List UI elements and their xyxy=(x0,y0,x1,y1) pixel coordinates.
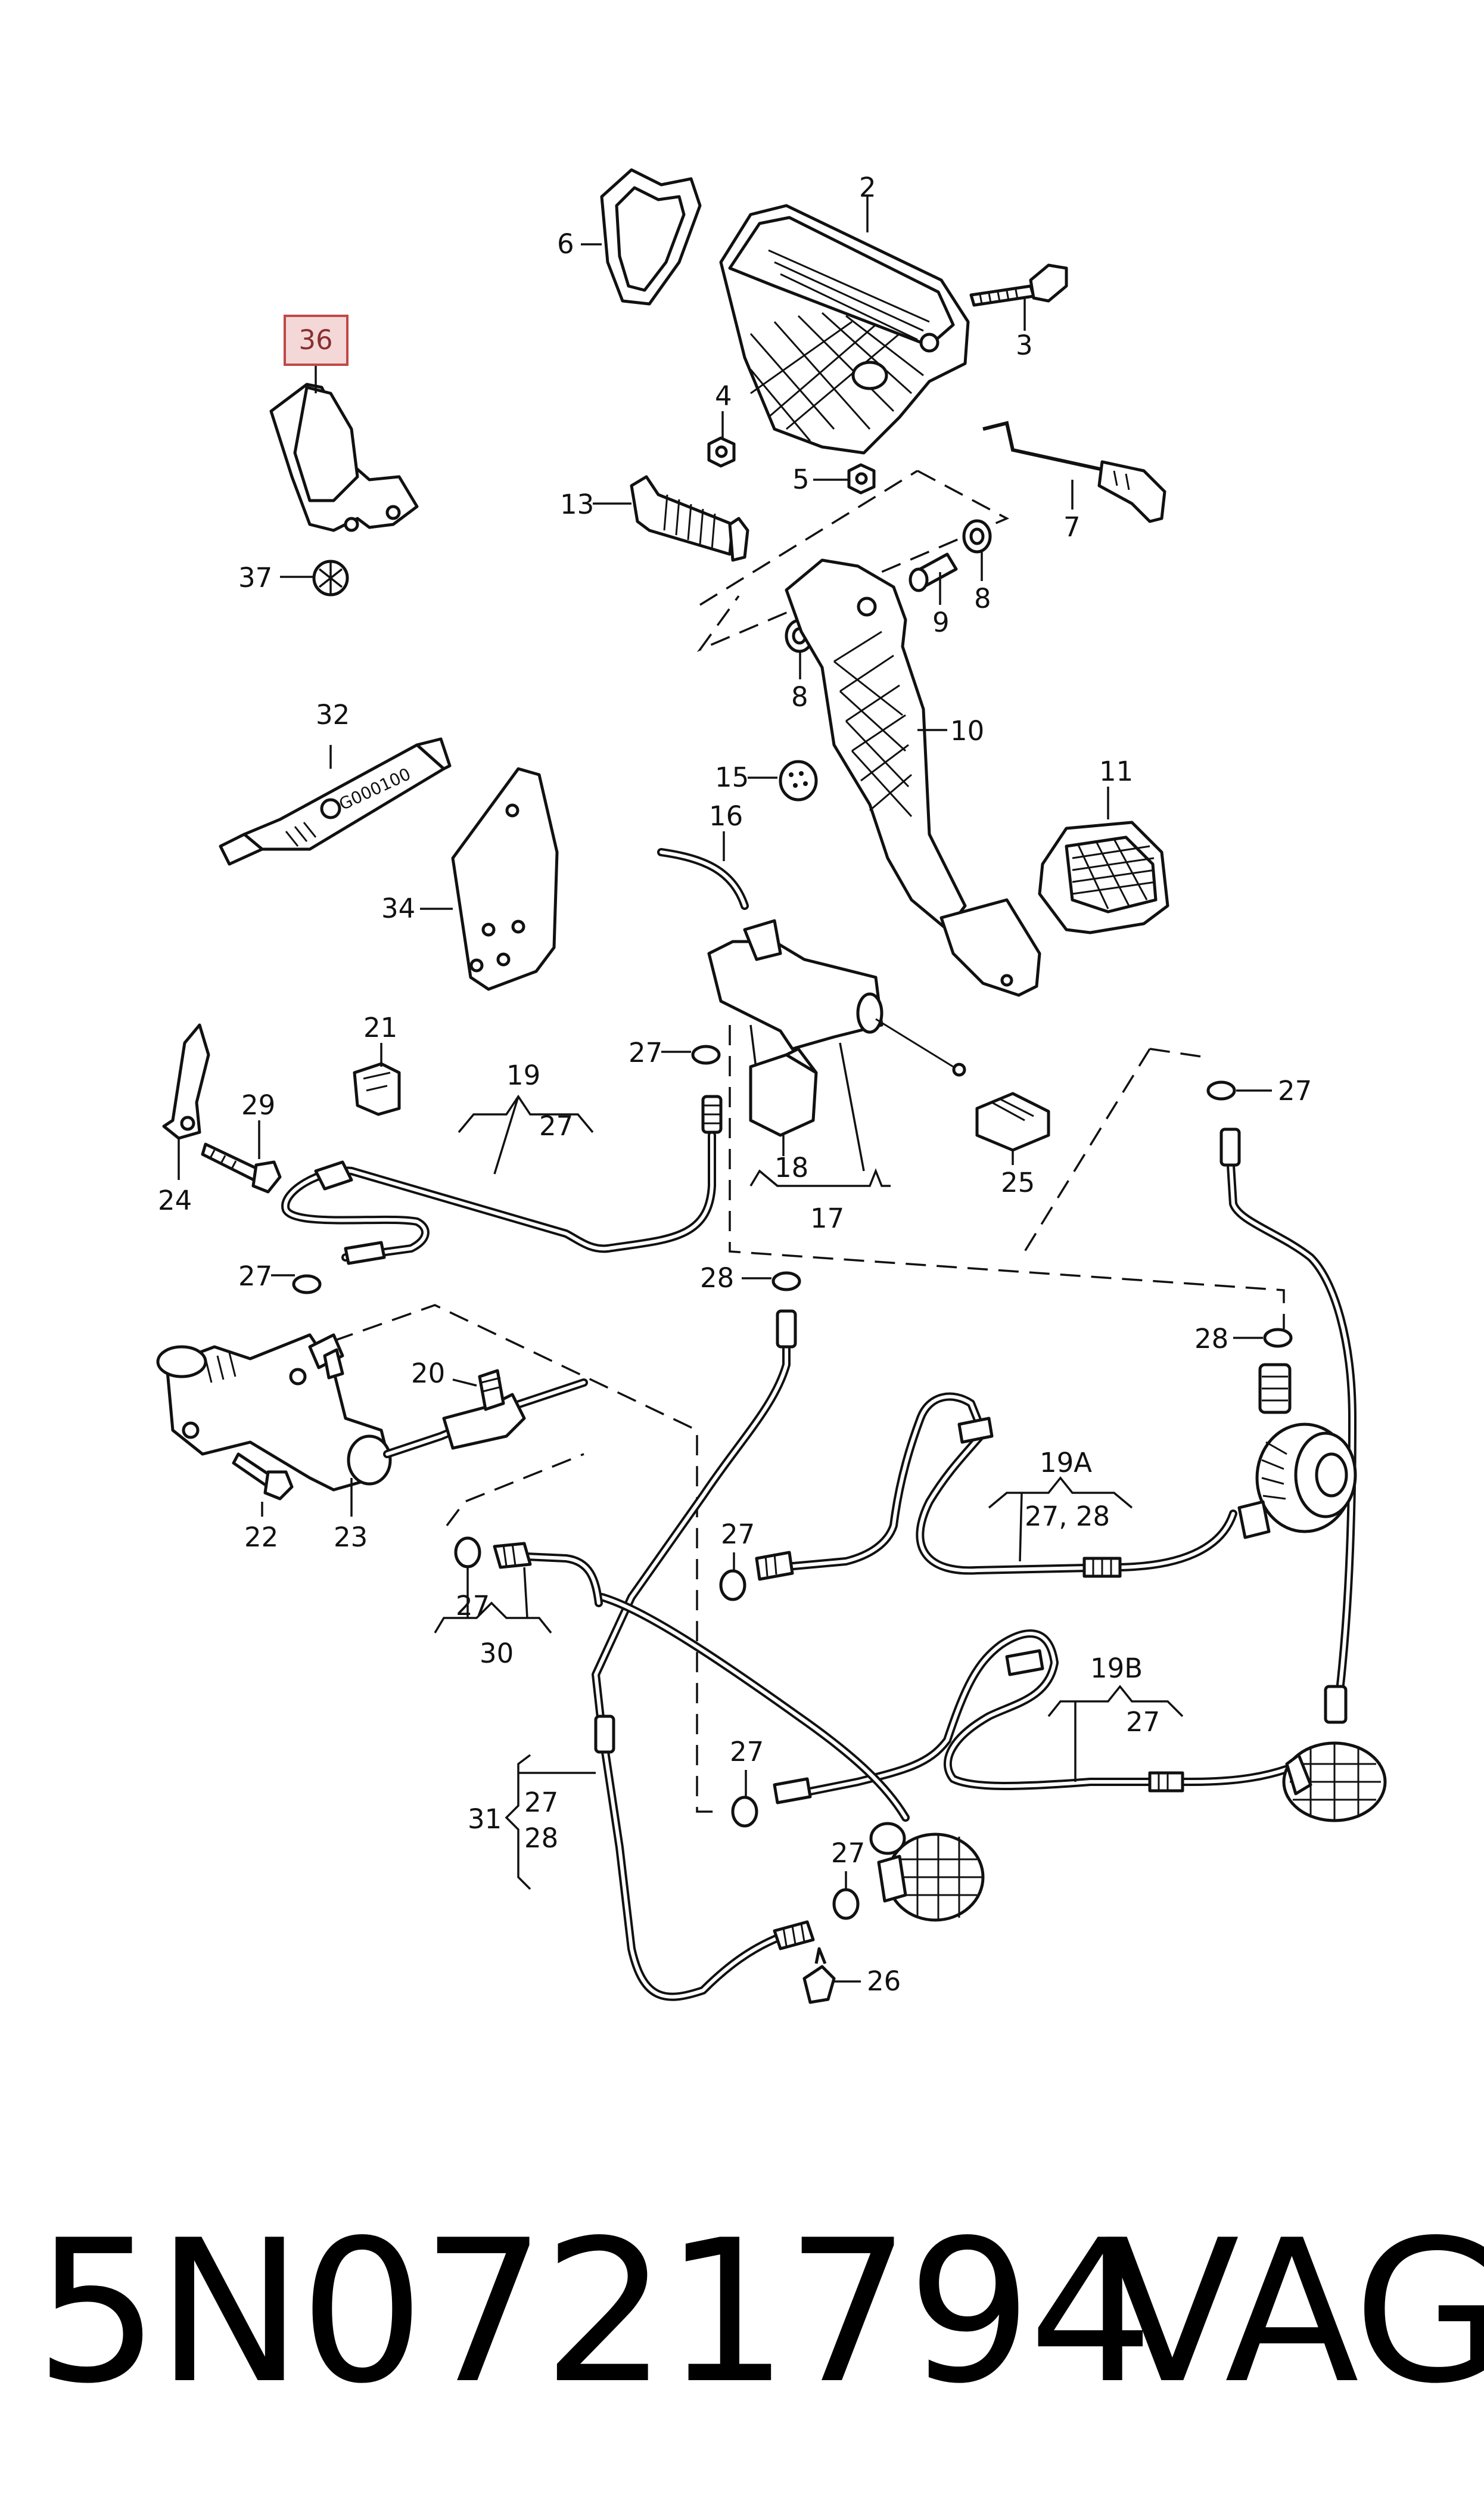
callout-27-f: 27 xyxy=(831,1837,865,1869)
callout-8-lower: 8 xyxy=(791,681,808,713)
callout-15: 15 xyxy=(715,762,749,793)
callout-7: 7 xyxy=(1063,511,1081,543)
callout-18: 18 xyxy=(774,1152,808,1184)
part-number-text: 5N0721794 xyxy=(35,2198,1154,2427)
callout-2: 2 xyxy=(859,172,876,203)
callout-30: 30 xyxy=(480,1638,514,1669)
callout-22: 22 xyxy=(244,1521,278,1553)
part-27-oring-f[interactable] xyxy=(832,1871,860,1920)
part-27-oring-b[interactable] xyxy=(271,1274,322,1294)
part-20-tee-piece[interactable] xyxy=(383,1369,588,1458)
callout-27-c: 27 xyxy=(1278,1075,1312,1107)
part-4-nut[interactable] xyxy=(707,411,736,468)
slave-cylinder-lower[interactable] xyxy=(1282,1741,1387,1822)
part-16-hose[interactable] xyxy=(657,831,749,910)
callout-19A-sub: 27, 28 xyxy=(1025,1501,1110,1532)
part-29-bolt[interactable] xyxy=(201,1120,282,1194)
slave-cylinder-upper[interactable] xyxy=(1237,1363,1357,1539)
part-19A-pipe[interactable] xyxy=(755,1392,1237,1581)
part-9-bushing[interactable] xyxy=(909,552,958,605)
part-27-oring-e[interactable] xyxy=(731,1770,758,1828)
callout-29: 29 xyxy=(241,1089,275,1121)
part-27-oring-c[interactable] xyxy=(1206,1080,1272,1101)
callout-31-sub1: 27 xyxy=(524,1787,558,1818)
callout-24: 24 xyxy=(158,1185,192,1216)
part-21-clip[interactable] xyxy=(353,1043,401,1116)
part-5-nut[interactable] xyxy=(813,463,876,495)
part-22-bolt[interactable] xyxy=(232,1452,294,1517)
callout-27-a: 27 xyxy=(629,1037,662,1069)
callout-9: 9 xyxy=(932,607,950,638)
callout-37: 37 xyxy=(238,562,272,594)
callout-28-b: 28 xyxy=(1194,1323,1228,1355)
parts-diagram: 36 37 6 2 3 4 5 xyxy=(156,168,1387,2004)
callout-5: 5 xyxy=(792,464,810,495)
part-25-switch[interactable] xyxy=(975,1092,1050,1165)
long-pipe-right[interactable] xyxy=(1219,1128,1357,1724)
callout-19: 19 xyxy=(506,1060,540,1091)
callout-36-highlight[interactable] xyxy=(284,315,349,366)
brand-text: VAG xyxy=(1105,2198,1484,2427)
callout-19-sub: 27 xyxy=(539,1110,573,1142)
assembly-dashed-lines xyxy=(333,470,1285,1813)
callout-8-upper: 8 xyxy=(974,583,991,614)
callout-19A: 19A xyxy=(1040,1447,1092,1479)
callout-23: 23 xyxy=(334,1521,368,1553)
callout-27-d: 27 xyxy=(721,1518,755,1550)
part-30-pipe[interactable] xyxy=(434,1536,603,1634)
part-26-bleed-screw[interactable] xyxy=(802,1947,861,2004)
callout-10: 10 xyxy=(950,715,984,747)
callout-36: 36 xyxy=(298,324,332,356)
callout-4: 4 xyxy=(715,380,732,412)
part-6-gasket[interactable] xyxy=(581,168,702,306)
part-37-clip[interactable] xyxy=(280,560,349,597)
part-28-oring-a[interactable] xyxy=(742,1271,801,1291)
callout-19B-sub: 27 xyxy=(1126,1706,1160,1738)
slave-cylinder-bottom[interactable] xyxy=(598,1593,985,1922)
callout-31-sub2: 28 xyxy=(524,1822,558,1854)
part-15-plug[interactable] xyxy=(748,760,818,802)
part-24-bracket[interactable] xyxy=(162,1023,210,1180)
callout-25: 25 xyxy=(1001,1167,1035,1198)
part-27-oring-a[interactable] xyxy=(661,1045,721,1065)
callout-16: 16 xyxy=(709,800,743,832)
callout-30-sub: 27 xyxy=(456,1590,490,1622)
callout-21: 21 xyxy=(363,1012,397,1043)
callout-31: 31 xyxy=(468,1803,502,1835)
part-7-switch-bracket[interactable] xyxy=(982,421,1166,523)
callout-32: 32 xyxy=(316,699,350,731)
part-36-bracket[interactable] xyxy=(269,364,419,532)
callout-19B: 19B xyxy=(1090,1653,1143,1684)
part-23-cylinder[interactable] xyxy=(156,1333,392,1517)
callout-27-e: 27 xyxy=(730,1736,764,1768)
callout-26: 26 xyxy=(867,1965,901,1997)
part-13-spring[interactable] xyxy=(593,475,749,562)
callout-11: 11 xyxy=(1099,756,1133,787)
long-pipe-left-center[interactable] xyxy=(592,1309,815,2001)
part-19-pipe[interactable] xyxy=(281,1094,723,1265)
part-19B-pipe[interactable] xyxy=(773,1629,1297,1804)
callout-34: 34 xyxy=(381,893,415,924)
callout-6: 6 xyxy=(557,228,574,260)
part-11-pedal-pad[interactable] xyxy=(1038,787,1169,934)
part-2-pedal-bracket[interactable] xyxy=(719,197,970,455)
callout-20: 20 xyxy=(411,1358,445,1389)
part-32-grease-tube[interactable]: G000100 xyxy=(219,737,452,866)
part-28-oring-b[interactable] xyxy=(1233,1328,1293,1348)
callout-3: 3 xyxy=(1016,330,1033,361)
part-31-brace[interactable] xyxy=(505,1754,596,1890)
part-17-master-cylinder[interactable] xyxy=(707,919,966,1187)
part-34-cover[interactable] xyxy=(420,767,559,991)
part-8-sleeve-upper[interactable] xyxy=(962,519,992,581)
callout-28-a: 28 xyxy=(700,1262,734,1294)
part-10-clutch-pedal[interactable] xyxy=(785,558,1041,997)
part-18-sensor[interactable] xyxy=(749,1047,818,1156)
part-27-oring-d[interactable] xyxy=(719,1552,746,1601)
callout-27-b: 27 xyxy=(238,1260,272,1292)
part-3-bolt[interactable] xyxy=(969,263,1068,331)
callout-17: 17 xyxy=(810,1203,844,1234)
callout-13: 13 xyxy=(560,489,594,520)
